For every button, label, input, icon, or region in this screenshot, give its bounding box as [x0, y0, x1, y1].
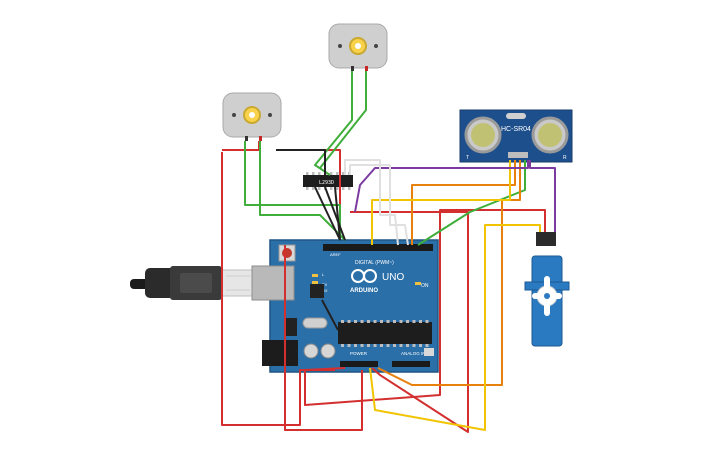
- arduino-logo-icon: [351, 269, 377, 283]
- servo-connector[interactable]: [536, 232, 556, 246]
- wire-orange[interactable]: [377, 160, 521, 386]
- digital-header-pins[interactable]: [323, 244, 433, 251]
- wire-purple[interactable]: [354, 160, 529, 213]
- on-led-label: ON: [421, 283, 429, 289]
- regulator: [285, 318, 297, 336]
- wire-black[interactable]: [276, 149, 326, 175]
- sensor-transmit-mark: T: [466, 155, 469, 161]
- icsp-header: [424, 348, 434, 356]
- l-led-label: L: [322, 272, 325, 277]
- wire-white[interactable]: [349, 164, 409, 246]
- sensor-pins[interactable]: [508, 152, 528, 158]
- power-header-pins[interactable]: [340, 361, 378, 367]
- hc-sr04-sensor[interactable]: HC-SR04 T R: [459, 109, 573, 163]
- servo-motor[interactable]: [524, 232, 570, 347]
- wire-orange[interactable]: [411, 160, 516, 245]
- power-header-label: POWER: [350, 351, 368, 356]
- usb-cable[interactable]: [130, 266, 255, 300]
- wire-green[interactable]: [319, 71, 367, 169]
- dc-motor-top[interactable]: [328, 23, 388, 71]
- wire-yellow[interactable]: [371, 160, 511, 245]
- board-brand: UNO: [382, 272, 404, 283]
- wire-white[interactable]: [344, 159, 399, 246]
- wire-black[interactable]: [334, 186, 341, 241]
- dc-motor-left[interactable]: [222, 92, 282, 141]
- aref-label: AREF: [330, 252, 341, 257]
- wire-green[interactable]: [244, 141, 341, 240]
- wire-yellow[interactable]: [369, 224, 541, 431]
- wire-black[interactable]: [314, 186, 341, 241]
- wires: [221, 71, 556, 433]
- wire-red[interactable]: [222, 141, 260, 151]
- board-model: ARDUINO: [350, 288, 378, 294]
- atmega-chip: [338, 322, 432, 344]
- wire-red[interactable]: [304, 209, 546, 406]
- wire-purple[interactable]: [529, 160, 556, 232]
- rx-label: RX: [322, 288, 328, 293]
- driver-label: L293D: [319, 180, 334, 186]
- analog-header-label: ANALOG IN: [401, 351, 426, 356]
- reset-button[interactable]: [282, 248, 292, 258]
- analog-header-pins[interactable]: [392, 361, 430, 367]
- arduino-uno-board[interactable]: DIGITAL (PWM~) AREF UNO ARDUINO ON TX RX…: [251, 239, 439, 373]
- wire-red[interactable]: [350, 211, 469, 433]
- wire-green[interactable]: [314, 71, 353, 176]
- wire-black[interactable]: [321, 299, 339, 331]
- crystal: [302, 317, 328, 329]
- wire-green[interactable]: [417, 160, 526, 246]
- capacitor: [303, 343, 319, 359]
- tx-label: TX: [322, 282, 327, 287]
- power-jack: [262, 340, 298, 366]
- wire-black[interactable]: [324, 186, 346, 241]
- wire-green[interactable]: [259, 141, 346, 241]
- usb-socket: [251, 265, 295, 301]
- digital-header-label: DIGITAL (PWM~): [355, 260, 394, 266]
- sensor-label: HC-SR04: [501, 126, 531, 133]
- capacitor: [320, 343, 336, 359]
- usb-chip: [310, 284, 324, 298]
- sensor-receive-mark: R: [563, 155, 567, 161]
